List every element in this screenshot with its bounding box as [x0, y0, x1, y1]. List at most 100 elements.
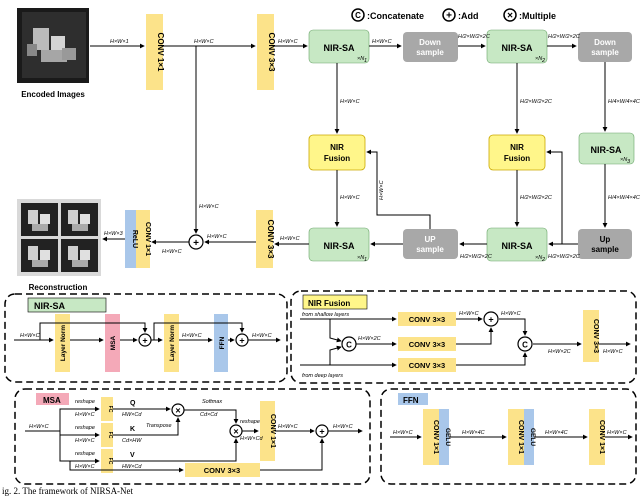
nirsa-detail-arrows	[14, 322, 281, 343]
svg-text:NIR-SA: NIR-SA	[502, 43, 533, 53]
upsample-block-2	[578, 229, 632, 259]
from-deep-label: from deep layers	[302, 373, 343, 379]
v-label: V	[130, 452, 135, 459]
dim-label: H×W×C	[372, 39, 392, 45]
ffn-conv1x1-3	[589, 409, 605, 465]
svg-text:+: +	[239, 336, 244, 346]
svg-text:Up: Up	[600, 235, 611, 244]
svg-text:Layer Norm: Layer Norm	[60, 325, 67, 361]
svg-text:Down: Down	[419, 38, 441, 47]
dim-label: H×W×C	[29, 424, 49, 430]
dim-label: H×W×C	[459, 311, 479, 317]
dim-label: H×W×C	[393, 430, 413, 436]
fusion-conv3x3-out	[583, 310, 599, 362]
transpose-label: Transpose	[146, 423, 172, 429]
svg-text:CONV 3×3: CONV 3×3	[592, 319, 599, 353]
svg-text:×N: ×N	[620, 157, 627, 163]
svg-text:sample: sample	[416, 48, 444, 57]
dim-label: H×W×C	[75, 438, 95, 444]
svg-text:1: 1	[364, 58, 367, 64]
dim-label: H×W×C	[199, 204, 219, 210]
svg-text:1: 1	[364, 257, 367, 263]
dim-label: H/2×W/2×2C	[458, 34, 490, 40]
msa-detail-box	[14, 388, 371, 485]
downsample-block-2	[578, 32, 632, 62]
svg-text:CONV 3×3: CONV 3×3	[267, 33, 276, 72]
legend-concatenate: :Concatenate	[367, 11, 424, 21]
svg-text:CONV 1×1: CONV 1×1	[269, 414, 276, 448]
svg-text:NIR Fusion: NIR Fusion	[308, 299, 350, 308]
dim-label: H×W×Cd	[240, 436, 264, 442]
dim-label: H×W×C	[603, 349, 623, 355]
conv1x1-block	[146, 14, 163, 90]
dim-label: H×W×C	[340, 99, 360, 105]
svg-text:C: C	[522, 341, 528, 350]
dim-label: H×W×C	[278, 424, 298, 430]
msa-detail-title	[36, 393, 69, 405]
svg-text:sample: sample	[591, 245, 619, 254]
upsample-block-1	[403, 229, 458, 259]
dim-label: HW×Cd	[122, 464, 142, 470]
svg-text:MSA: MSA	[110, 335, 117, 350]
svg-text:C: C	[355, 11, 361, 20]
svg-text:FC: FC	[107, 406, 113, 413]
conv1x1-block-recon	[136, 210, 150, 268]
conv3x3-block-bottom	[256, 210, 273, 268]
svg-text:FFN: FFN	[219, 336, 226, 349]
dim-label: H×W×C	[501, 311, 521, 317]
dim-label: H/4×W/4×4C	[608, 195, 640, 201]
svg-text:sample: sample	[416, 245, 444, 254]
svg-text:×: ×	[175, 406, 180, 416]
main-arrows	[90, 43, 608, 247]
dim-label: H×W×C	[207, 234, 227, 240]
reshape-label: reshape	[75, 399, 95, 405]
nir-fusion-block-1	[308, 134, 366, 171]
figure-caption: ig. 2. The framework of NIRSA-Net	[2, 486, 134, 496]
msa-conv1x1	[260, 401, 275, 461]
add-icon-fusion	[483, 311, 499, 327]
dim-label: Cd×Cd	[200, 412, 218, 418]
encoded-images-label: Encoded Images	[21, 90, 85, 99]
ffn-conv1x1-2	[508, 409, 524, 465]
ffn-detail-box	[380, 388, 637, 485]
dim-label: H/2×W/2×2C	[548, 34, 580, 40]
k-label: K	[130, 426, 135, 433]
svg-text:Fusion: Fusion	[324, 154, 350, 163]
svg-text:NIR-SA: NIR-SA	[34, 301, 65, 311]
nir-sa-block-3	[578, 132, 635, 165]
gelu-block-2	[524, 409, 534, 465]
dim-label: H×W×2C	[548, 349, 571, 355]
ffn-conv1x1-1	[423, 409, 439, 465]
legend-add: :Add	[458, 11, 479, 21]
svg-text:+: +	[446, 11, 452, 22]
q-label: Q	[130, 400, 136, 407]
svg-text:ReLU: ReLU	[131, 230, 138, 248]
dim-label: H×W×C	[182, 333, 202, 339]
dim-label: H×W×C	[333, 424, 353, 430]
dim-label: H×W×C	[280, 236, 300, 242]
svg-text:CONV 1×1: CONV 1×1	[144, 222, 151, 256]
svg-text:sample: sample	[591, 48, 619, 57]
svg-text:NIR: NIR	[330, 143, 344, 152]
nir-fusion-detail-title	[302, 294, 368, 310]
dim-label: H×W×C	[607, 430, 627, 436]
dim-label: H×W×1	[110, 39, 129, 45]
svg-text:CONV 1×1: CONV 1×1	[432, 420, 439, 454]
fusion-conv3x3-2	[398, 337, 456, 351]
nir-sa-detail-box	[4, 293, 288, 383]
svg-text:CONV 3×3: CONV 3×3	[204, 466, 240, 475]
svg-text:CONV 1×1: CONV 1×1	[598, 420, 605, 454]
svg-text:×: ×	[233, 427, 238, 437]
svg-text:UP: UP	[424, 235, 436, 244]
reshape-label: reshape	[75, 451, 95, 457]
fc-block-q	[101, 397, 113, 421]
msa-block-detail	[105, 314, 120, 372]
concatenate-symbol-icon	[351, 8, 365, 22]
dim-label: H/2×W/2×2C	[520, 99, 552, 105]
multiply-symbol-icon	[503, 8, 517, 22]
fusion-detail-arrows	[300, 316, 631, 368]
dim-label: H×W×C	[20, 333, 40, 339]
svg-text:Down: Down	[594, 38, 616, 47]
svg-text:+: +	[193, 238, 199, 249]
